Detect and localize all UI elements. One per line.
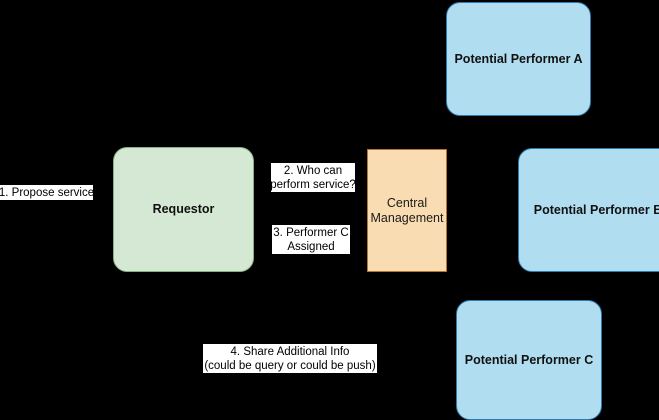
edge-label-share-additional-info: 4. Share Additional Info (could be query…	[203, 344, 377, 373]
edge-label-who-can-perform-service: 2. Who can perform service?	[270, 163, 356, 192]
node-central-management[interactable]: Central Management	[367, 149, 447, 272]
node-potential-performer-b[interactable]: Potential Performer B	[518, 148, 659, 272]
node-potential-performer-c[interactable]: Potential Performer C	[456, 300, 602, 420]
arrowhead-who-can-perform	[359, 174, 367, 182]
node-potential-performer-a[interactable]: Potential Performer A	[446, 2, 591, 116]
node-potential-performer-c-label: Potential Performer C	[464, 352, 594, 367]
node-requestor-label: Requestor	[152, 202, 215, 217]
node-requestor[interactable]: Requestor	[113, 147, 254, 272]
edge-label-propose-service: 1. Propose service	[0, 185, 95, 200]
node-potential-performer-a-label: Potential Performer A	[454, 51, 583, 66]
arrowhead-performer-assigned	[254, 236, 262, 244]
node-central-management-label: Central Management	[370, 195, 444, 225]
node-potential-performer-b-label: Potential Performer B	[533, 202, 659, 217]
edge-label-performer-c-assigned: 3. Performer C Assigned	[272, 225, 350, 254]
edge-central-to-performer-c	[446, 239, 457, 361]
